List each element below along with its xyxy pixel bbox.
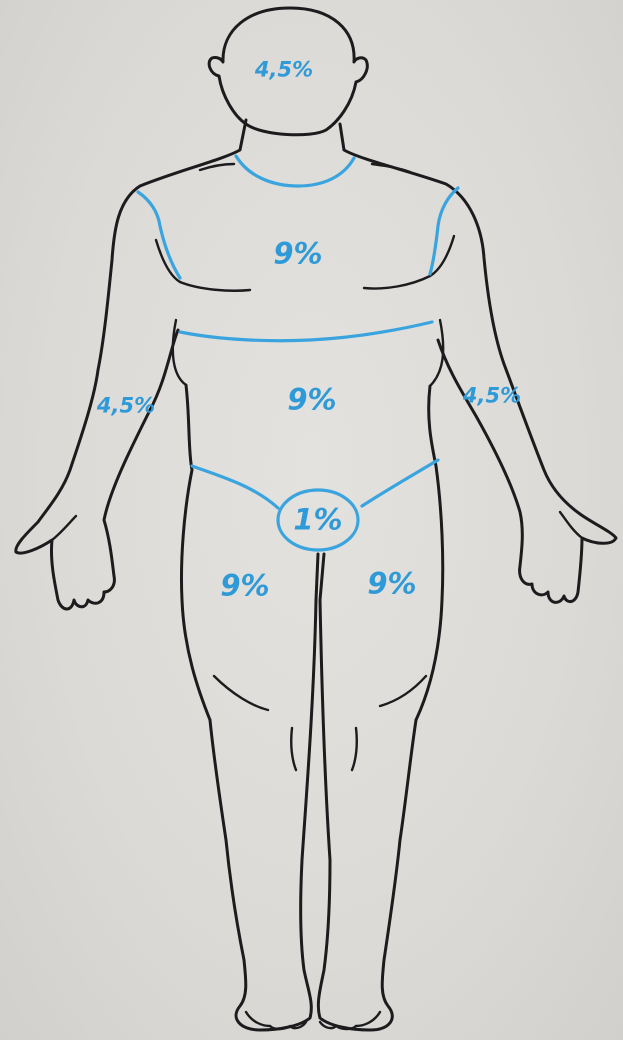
right-knee-line <box>352 728 357 770</box>
right-flank <box>416 386 443 720</box>
right-thigh-curve <box>380 676 426 706</box>
neck-zone-line <box>236 156 354 186</box>
left-toes <box>246 1012 306 1029</box>
right-leg-outer <box>318 554 416 1030</box>
right-toes <box>320 1012 380 1029</box>
left-flank <box>181 385 210 720</box>
right-leg-percent-label: 9% <box>220 572 269 601</box>
right-pec-line <box>364 276 430 289</box>
groin-zone-line <box>192 460 438 508</box>
left-pec-line <box>180 282 250 291</box>
left-thigh-curve <box>214 676 268 710</box>
head-percent-label: 4,5% <box>255 60 313 81</box>
left-shoulder-curve <box>156 240 180 282</box>
left-leg-percent-label: 9% <box>367 570 416 599</box>
right-thumb <box>560 512 582 538</box>
chest-percent-label: 9% <box>273 240 322 269</box>
left-shoulder-zone-line <box>138 192 180 278</box>
left-leg-outer <box>210 554 318 1030</box>
right-arm-percent-label: 4,5% <box>97 396 155 417</box>
genitals-percent-label: 1% <box>293 506 342 535</box>
waist-zone-line <box>180 322 432 341</box>
abdomen-percent-label: 9% <box>287 386 336 415</box>
left-arm-percent-label: 4,5% <box>463 386 521 407</box>
torso-outline <box>16 120 246 609</box>
left-knee-line <box>291 728 296 770</box>
left-thumb <box>52 516 76 540</box>
